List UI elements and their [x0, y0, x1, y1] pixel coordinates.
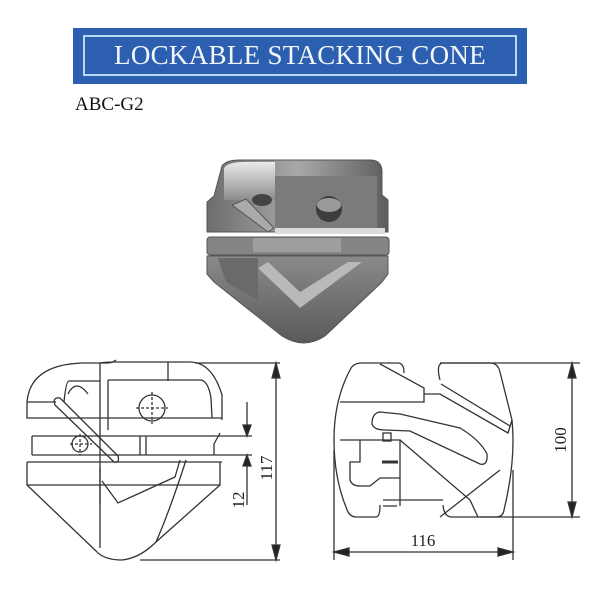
dimension-116: 116 — [411, 531, 436, 550]
title-banner-frame: LOCKABLE STACKING CONE — [83, 35, 517, 76]
title-banner: LOCKABLE STACKING CONE — [73, 28, 527, 84]
cone-render — [206, 159, 390, 344]
dimension-100: 100 — [551, 427, 570, 453]
dimension-12: 12 — [229, 492, 248, 509]
dimension-117: 117 — [257, 455, 276, 480]
model-number: ABC-G2 — [75, 94, 144, 115]
page-title: LOCKABLE STACKING CONE — [114, 40, 486, 70]
